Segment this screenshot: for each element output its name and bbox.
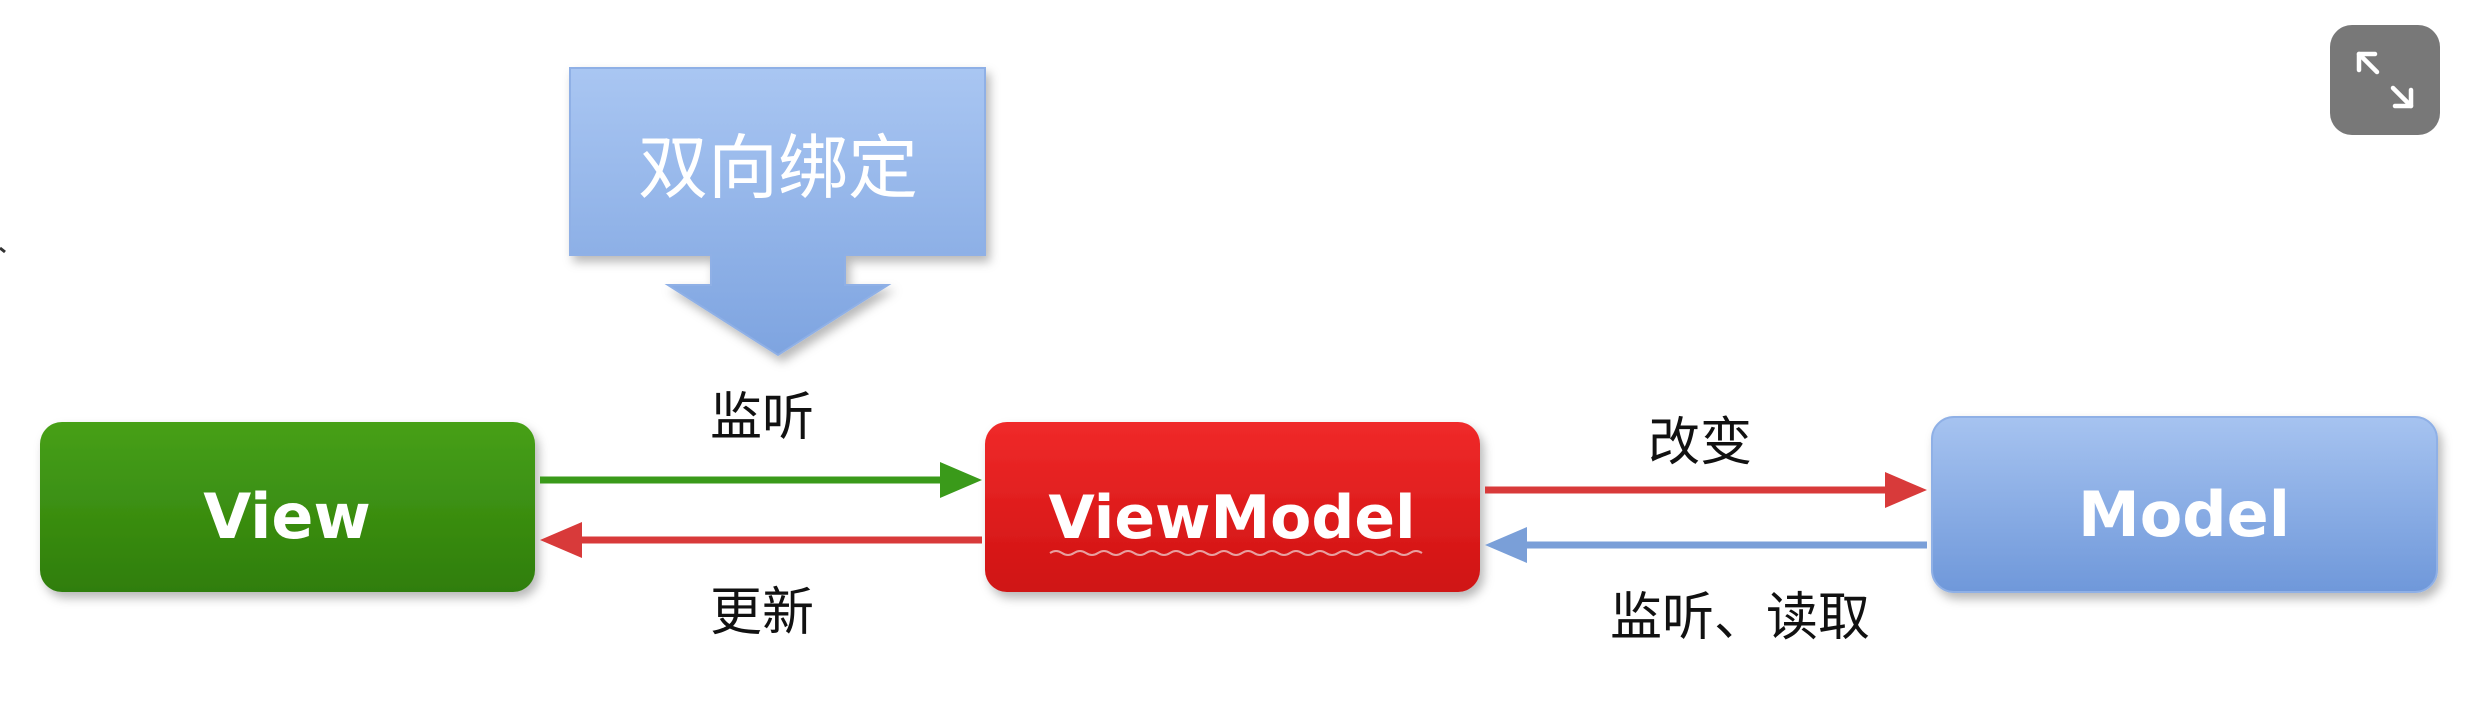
viewmodel-node <box>985 422 1480 592</box>
edge-label-listen-read: 监听、读取 <box>1610 588 1870 648</box>
expand-icon <box>2356 51 2414 109</box>
model-node <box>1931 416 2438 593</box>
edge-view-to-viewmodel <box>540 462 982 498</box>
viewmodel-label: ViewModel <box>1048 483 1415 553</box>
edge-model-to-viewmodel <box>1485 527 1927 563</box>
edge-mark <box>0 246 6 254</box>
edge-label-update: 更新 <box>710 583 814 643</box>
edge-viewmodel-to-model <box>1485 472 1927 508</box>
view-label: View <box>203 480 370 553</box>
expand-button[interactable] <box>2330 25 2440 135</box>
edge-label-listen: 监听 <box>710 388 814 448</box>
viewmodel-underline <box>1049 550 1423 556</box>
view-node <box>40 422 535 592</box>
two-way-binding-callout <box>569 67 986 357</box>
edge-label-change: 改变 <box>1648 413 1752 473</box>
callout-label: 双向绑定 <box>638 127 918 209</box>
model-label: Model <box>2078 478 2290 551</box>
edge-viewmodel-to-view <box>540 522 982 558</box>
